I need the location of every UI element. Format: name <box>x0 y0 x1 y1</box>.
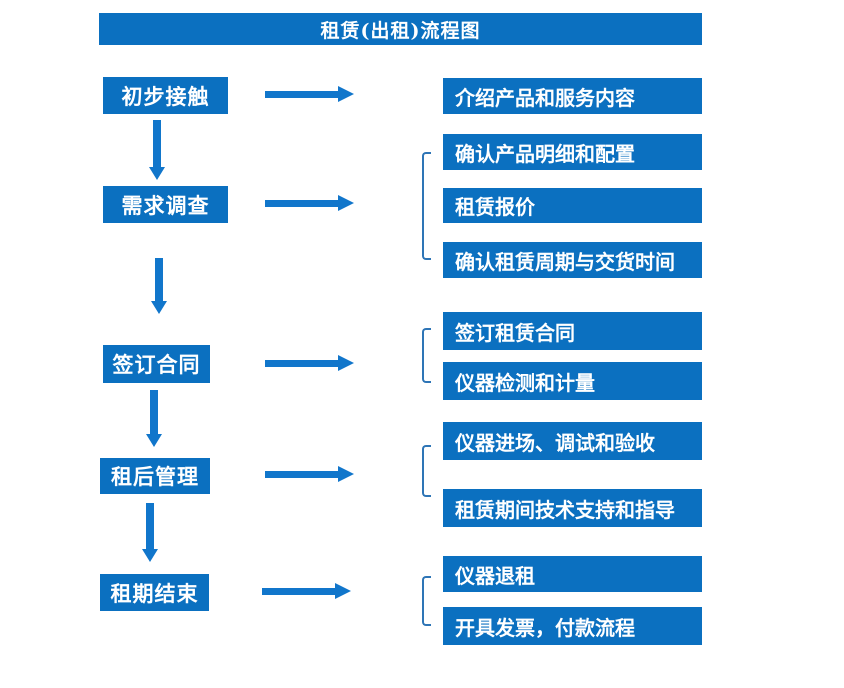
detail-box-instrument-return: 仪器退租 <box>443 556 702 592</box>
down-arrow-4 <box>142 503 158 562</box>
detail-box-invoice-payment-process: 开具发票，付款流程 <box>443 607 702 645</box>
step-box-sign-contract: 签订合同 <box>103 345 210 383</box>
bracket-post-rental-group <box>422 445 431 497</box>
right-arrow-2 <box>265 195 354 211</box>
down-arrow-head-icon <box>151 301 167 314</box>
bracket-sign-contract-group <box>422 328 431 383</box>
bracket-demand-survey-group <box>422 152 431 260</box>
down-arrow-shaft <box>155 258 163 301</box>
right-arrow-head-icon <box>335 583 351 599</box>
detail-box-sign-rental-contract: 签订租赁合同 <box>443 312 702 350</box>
down-arrow-head-icon <box>149 167 165 180</box>
right-arrow-shaft <box>265 90 338 98</box>
right-arrow-shaft <box>265 199 338 207</box>
down-arrow-head-icon <box>146 434 162 447</box>
right-arrow-3 <box>265 355 354 371</box>
detail-box-technical-support-guidance: 租赁期间技术支持和指导 <box>443 489 702 527</box>
down-arrow-1 <box>149 120 165 180</box>
detail-box-instrument-entry-debug-acceptance: 仪器进场、调试和验收 <box>443 422 702 460</box>
down-arrow-3 <box>146 390 162 447</box>
detail-box-confirm-product-details-config: 确认产品明细和配置 <box>443 134 702 170</box>
step-box-rental-period-end: 租期结束 <box>100 574 209 611</box>
detail-box-rental-quotation: 租赁报价 <box>443 188 702 223</box>
detail-box-instrument-testing-calibration: 仪器检测和计量 <box>443 362 702 400</box>
right-arrow-5 <box>262 583 351 599</box>
down-arrow-head-icon <box>142 549 158 562</box>
right-arrow-shaft <box>265 470 338 478</box>
right-arrow-head-icon <box>338 195 354 211</box>
right-arrow-head-icon <box>338 466 354 482</box>
right-arrow-1 <box>265 86 354 102</box>
down-arrow-shaft <box>150 390 158 434</box>
step-box-post-rental-management: 租后管理 <box>100 458 210 494</box>
detail-box-confirm-rental-period-delivery: 确认租赁周期与交货时间 <box>443 242 702 278</box>
flowchart-title: 租赁(出租)流程图 <box>99 13 702 45</box>
step-box-initial-contact: 初步接触 <box>103 77 228 114</box>
right-arrow-shaft <box>262 587 335 595</box>
right-arrow-head-icon <box>338 86 354 102</box>
right-arrow-4 <box>265 466 354 482</box>
step-box-demand-survey: 需求调查 <box>103 186 228 223</box>
down-arrow-shaft <box>153 120 161 167</box>
down-arrow-shaft <box>146 503 154 549</box>
bracket-rental-end-group <box>422 576 431 626</box>
detail-box-introduce-products-services: 介绍产品和服务内容 <box>443 78 702 114</box>
right-arrow-head-icon <box>338 355 354 371</box>
down-arrow-2 <box>151 258 167 314</box>
right-arrow-shaft <box>265 359 338 367</box>
